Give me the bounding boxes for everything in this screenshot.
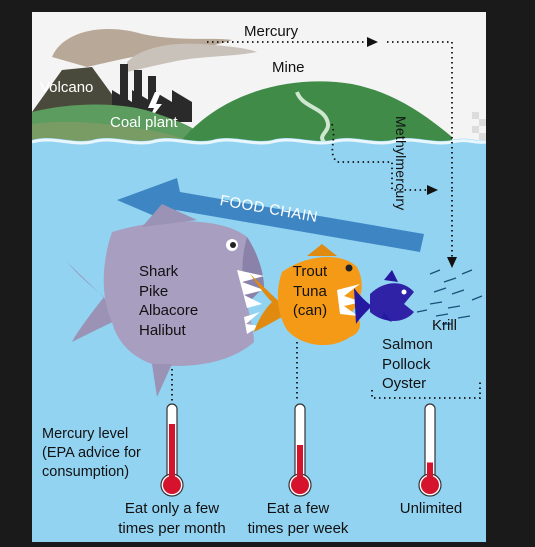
- krill-label: Krill: [432, 317, 457, 334]
- thermometer: [288, 403, 312, 497]
- advice-line: times per week: [247, 519, 349, 537]
- shark-species-list: Shark Pike Albacore Halibut: [139, 262, 198, 340]
- tuna-species-list: Trout Tuna (can): [285, 262, 335, 321]
- thermometer: [418, 403, 442, 497]
- advice-line: times per month: [118, 519, 226, 537]
- arrowheads: [367, 37, 457, 268]
- advice-line: Eat only a few: [124, 500, 220, 517]
- krill-swarm: [416, 269, 483, 325]
- legend-line: consumption): [42, 464, 130, 480]
- mercury-label: Mercury: [244, 23, 299, 40]
- mercury-level-legend: Mercury level (EPA advice for consumptio…: [42, 425, 141, 482]
- species-label: Oyster: [382, 375, 427, 392]
- species-label: Pollock: [382, 355, 431, 373]
- thermometer-set: [160, 403, 442, 497]
- salmon-fish: [354, 270, 414, 324]
- species-label: Salmon: [382, 336, 433, 353]
- tuna-fish: [250, 244, 362, 346]
- species-label: Albacore: [139, 302, 199, 319]
- species-label: Shark: [139, 263, 179, 280]
- advice-line: Unlimited: [399, 500, 463, 517]
- food-chain-arrow: [117, 178, 424, 252]
- mercury-level-fill: [169, 424, 175, 484]
- mercury-path: [171, 41, 481, 402]
- advice-week: Eat a few times per week: [238, 499, 358, 538]
- salmon-species-list: Salmon Pollock Oyster: [382, 335, 433, 394]
- advice-line: Eat a few: [266, 500, 330, 517]
- thermometer-bulb: [291, 476, 309, 494]
- mercury-level-fill: [297, 445, 303, 484]
- diagram-canvas: Mercury Volcano Coal plant Mine Methylme…: [32, 12, 486, 542]
- species-label: Pike: [139, 282, 169, 300]
- shark-fish: [67, 204, 264, 397]
- legend-line: Mercury level: [42, 426, 129, 442]
- thermometer-bulb: [163, 476, 181, 494]
- shore: [32, 121, 192, 142]
- thermometer-bulb: [421, 476, 439, 494]
- thermometer: [160, 403, 184, 497]
- legend-line: (EPA advice for: [42, 445, 141, 461]
- advice-month: Eat only a few times per month: [112, 499, 232, 538]
- edge-pattern: [472, 112, 486, 140]
- coal-plant-label: Coal plant: [110, 114, 178, 131]
- coal-smoke: [127, 43, 257, 72]
- mercury-level-fill: [427, 462, 433, 484]
- species-label: (can): [292, 302, 328, 319]
- species-label: Halibut: [139, 321, 186, 339]
- mercury-food-chain-illustration: [32, 12, 486, 542]
- mine-label: Mine: [272, 59, 305, 76]
- volcano-smoke: [52, 28, 232, 68]
- volcano-label: Volcano: [40, 79, 94, 96]
- species-label: Tuna: [293, 282, 327, 300]
- mine-road: [295, 91, 331, 144]
- advice-unlimited: Unlimited: [371, 499, 486, 519]
- species-label: Trout: [292, 263, 328, 280]
